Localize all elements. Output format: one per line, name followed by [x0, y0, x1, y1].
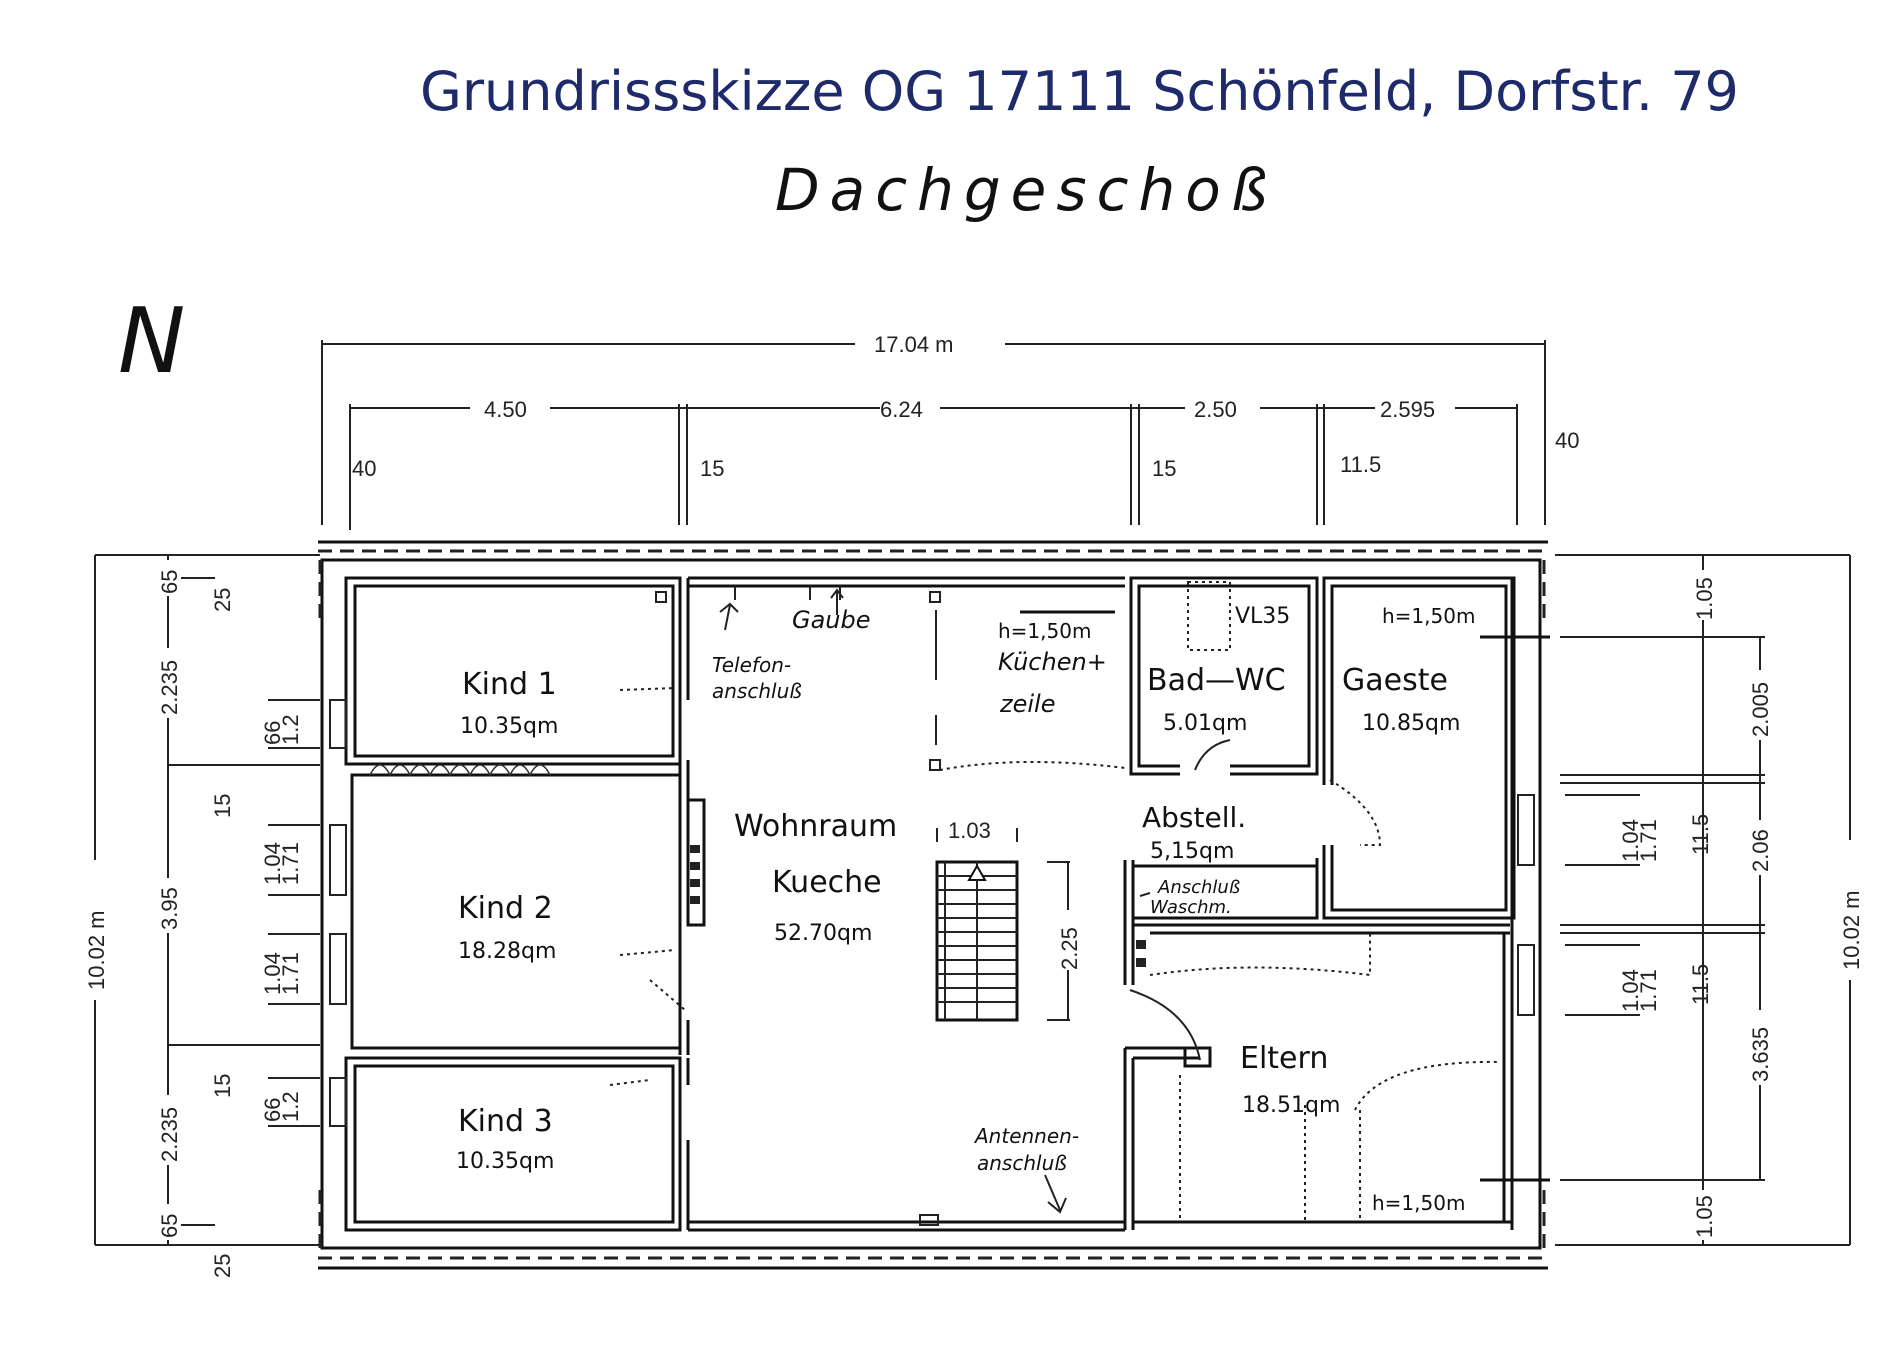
dim-left-window-3-bottom: 1.71	[278, 952, 303, 995]
dim-left-small-1: 25	[210, 588, 235, 612]
height-eltern: h=1,50m	[1372, 1191, 1465, 1215]
dim-right-small-2: 11.5	[1688, 964, 1713, 1005]
room-bad-name: Bad—WC	[1147, 663, 1286, 698]
building-outline	[318, 540, 1548, 1270]
left-dimension-lines	[94, 554, 320, 1246]
dim-left-small-2: 15	[210, 794, 235, 818]
gaube-note: Gaube	[792, 606, 871, 634]
dim-right-total: 10.02 m	[1839, 891, 1864, 971]
dim-left-seg-3: 3.95	[157, 887, 182, 930]
dim-top-seg-2: 6.24	[880, 397, 923, 422]
dim-left-total: 10.02 m	[84, 911, 109, 991]
kuechenzeile-note-1: Küchen+	[998, 648, 1107, 676]
dim-right-window-2-top: 1.04	[1618, 969, 1643, 1012]
dim-left-window-2-bottom: 1.71	[278, 842, 303, 885]
dim-stair-length: 2.25	[1057, 927, 1082, 970]
dim-right-window-1-bottom: 1.71	[1636, 819, 1661, 862]
dim-top-seg-1: 4.50	[484, 397, 527, 422]
room-abstell-name: Abstell.	[1142, 801, 1246, 834]
dim-left-window-1-top: 66	[260, 721, 285, 745]
room-kind1-area: 10.35qm	[460, 714, 558, 739]
dim-left-window-3-top: 1.04	[260, 952, 285, 995]
right-dimension-lines	[1555, 554, 1851, 1246]
height-gaeste: h=1,50m	[1382, 604, 1475, 628]
dim-left-seg-4: 2.235	[157, 1107, 182, 1162]
dim-right-seg-4: 3.635	[1748, 1027, 1773, 1082]
dim-top-wall-4: 11.5	[1340, 452, 1381, 477]
telefon-note-1: Telefon-	[712, 653, 791, 677]
room-gaeste-name: Gaeste	[1342, 663, 1448, 698]
pen-annotations	[369, 588, 1501, 1222]
room-kueche-name: Kueche	[772, 865, 882, 900]
dim-left-window-4-bottom: 1.2	[278, 1091, 303, 1122]
dim-left-window-1-bottom: 1.2	[278, 714, 303, 745]
antennen-note-1: Antennen-	[973, 1124, 1079, 1148]
interior-walls	[329, 576, 1550, 1232]
dim-top-wall-1: 40	[352, 456, 376, 481]
room-kind3-name: Kind 3	[458, 1104, 553, 1139]
dim-right-seg-1: 1.05	[1692, 577, 1717, 620]
dim-top-seg-3: 2.50	[1194, 397, 1237, 422]
dim-right-small-1: 11.5	[1688, 814, 1713, 855]
kuechenzeile-note-2: zeile	[999, 690, 1055, 718]
antennen-note-2: anschluß	[977, 1151, 1067, 1175]
dim-left-small-3: 15	[210, 1074, 235, 1098]
dim-top-seg-4: 2.595	[1380, 397, 1435, 422]
anschluss-waschm-note-1: Anschluß	[1157, 877, 1240, 898]
room-kind1-name: Kind 1	[462, 667, 557, 702]
room-kind2-name: Kind 2	[458, 891, 553, 926]
telefon-note-2: anschluß	[712, 679, 802, 703]
room-eltern-name: Eltern	[1240, 1041, 1328, 1076]
dim-right-seg-3: 2.06	[1748, 829, 1773, 872]
vl35-label: VL35	[1235, 604, 1290, 629]
dim-right-seg-2: 2.005	[1748, 682, 1773, 737]
room-kind2-area: 18.28qm	[458, 939, 556, 964]
dim-stair-width: 1.03	[948, 818, 991, 843]
top-dimension-lines	[321, 340, 1546, 530]
staircase	[935, 828, 1070, 1022]
room-bad-area: 5.01qm	[1163, 711, 1247, 736]
dim-right-window-1-top: 1.04	[1618, 819, 1643, 862]
room-abstell-area: 5,15qm	[1150, 839, 1234, 864]
anschluss-waschm-note-2: Waschm.	[1150, 897, 1232, 918]
dim-top-total: 17.04 m	[874, 332, 954, 357]
room-wohnraum-area: 52.70qm	[774, 921, 872, 946]
plan-title: Grundrissskizze OG 17111 Schönfeld, Dorf…	[420, 60, 1739, 123]
dim-left-window-2-top: 1.04	[260, 842, 285, 885]
dim-left-small-4: 25	[210, 1254, 235, 1278]
room-eltern-area: 18.51qm	[1242, 1093, 1340, 1118]
dim-left-seg-5: 65	[157, 1214, 182, 1238]
dim-left-seg-2: 2.235	[157, 660, 182, 715]
dim-top-wall-2: 15	[700, 456, 724, 481]
height-kitchen: h=1,50m	[998, 619, 1091, 643]
room-gaeste-area: 10.85qm	[1362, 711, 1460, 736]
dim-top-wall-5: 40	[1555, 428, 1579, 453]
room-wohnraum-name: Wohnraum	[734, 809, 897, 844]
dim-left-seg-1: 65	[157, 570, 182, 594]
dim-top-wall-3: 15	[1152, 456, 1176, 481]
room-kind3-area: 10.35qm	[456, 1149, 554, 1174]
plan-subtitle: Dachgeschoß	[775, 156, 1277, 224]
north-marker: N	[118, 289, 185, 394]
dim-right-window-2-bottom: 1.71	[1636, 969, 1661, 1012]
dim-left-window-4-top: 66	[260, 1098, 285, 1122]
dim-right-seg-5: 1.05	[1692, 1195, 1717, 1238]
